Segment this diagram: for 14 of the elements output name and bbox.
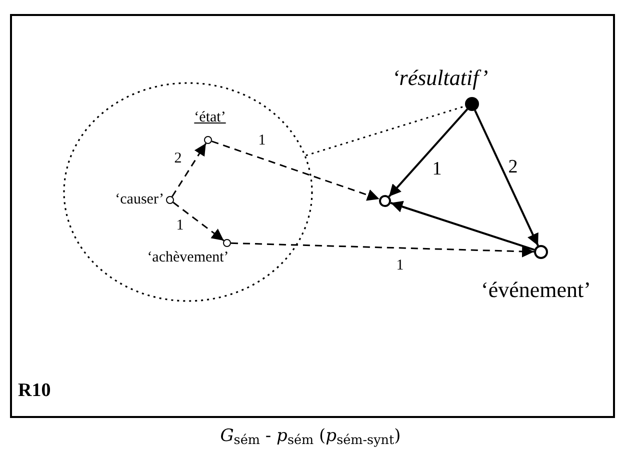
node-label: ‘événement’ bbox=[481, 279, 591, 301]
node-label: ‘état’ bbox=[194, 110, 226, 126]
arrow bbox=[172, 142, 206, 198]
arrow bbox=[474, 110, 539, 246]
node-label: ‘causer’ bbox=[115, 192, 164, 208]
arrow bbox=[230, 242, 534, 258]
arrow bbox=[390, 200, 535, 251]
arrow bbox=[172, 202, 224, 242]
arrow bbox=[388, 108, 468, 198]
node-label: ‘achèvement’ bbox=[147, 250, 229, 266]
figure-number: R10 bbox=[18, 381, 51, 400]
node-label: ‘résultatif’ bbox=[392, 67, 488, 89]
arrow bbox=[212, 140, 380, 201]
caption: G$_{sém}$ - p$_{sém}$ (p$_{sém-synt}$) bbox=[219, 425, 402, 450]
